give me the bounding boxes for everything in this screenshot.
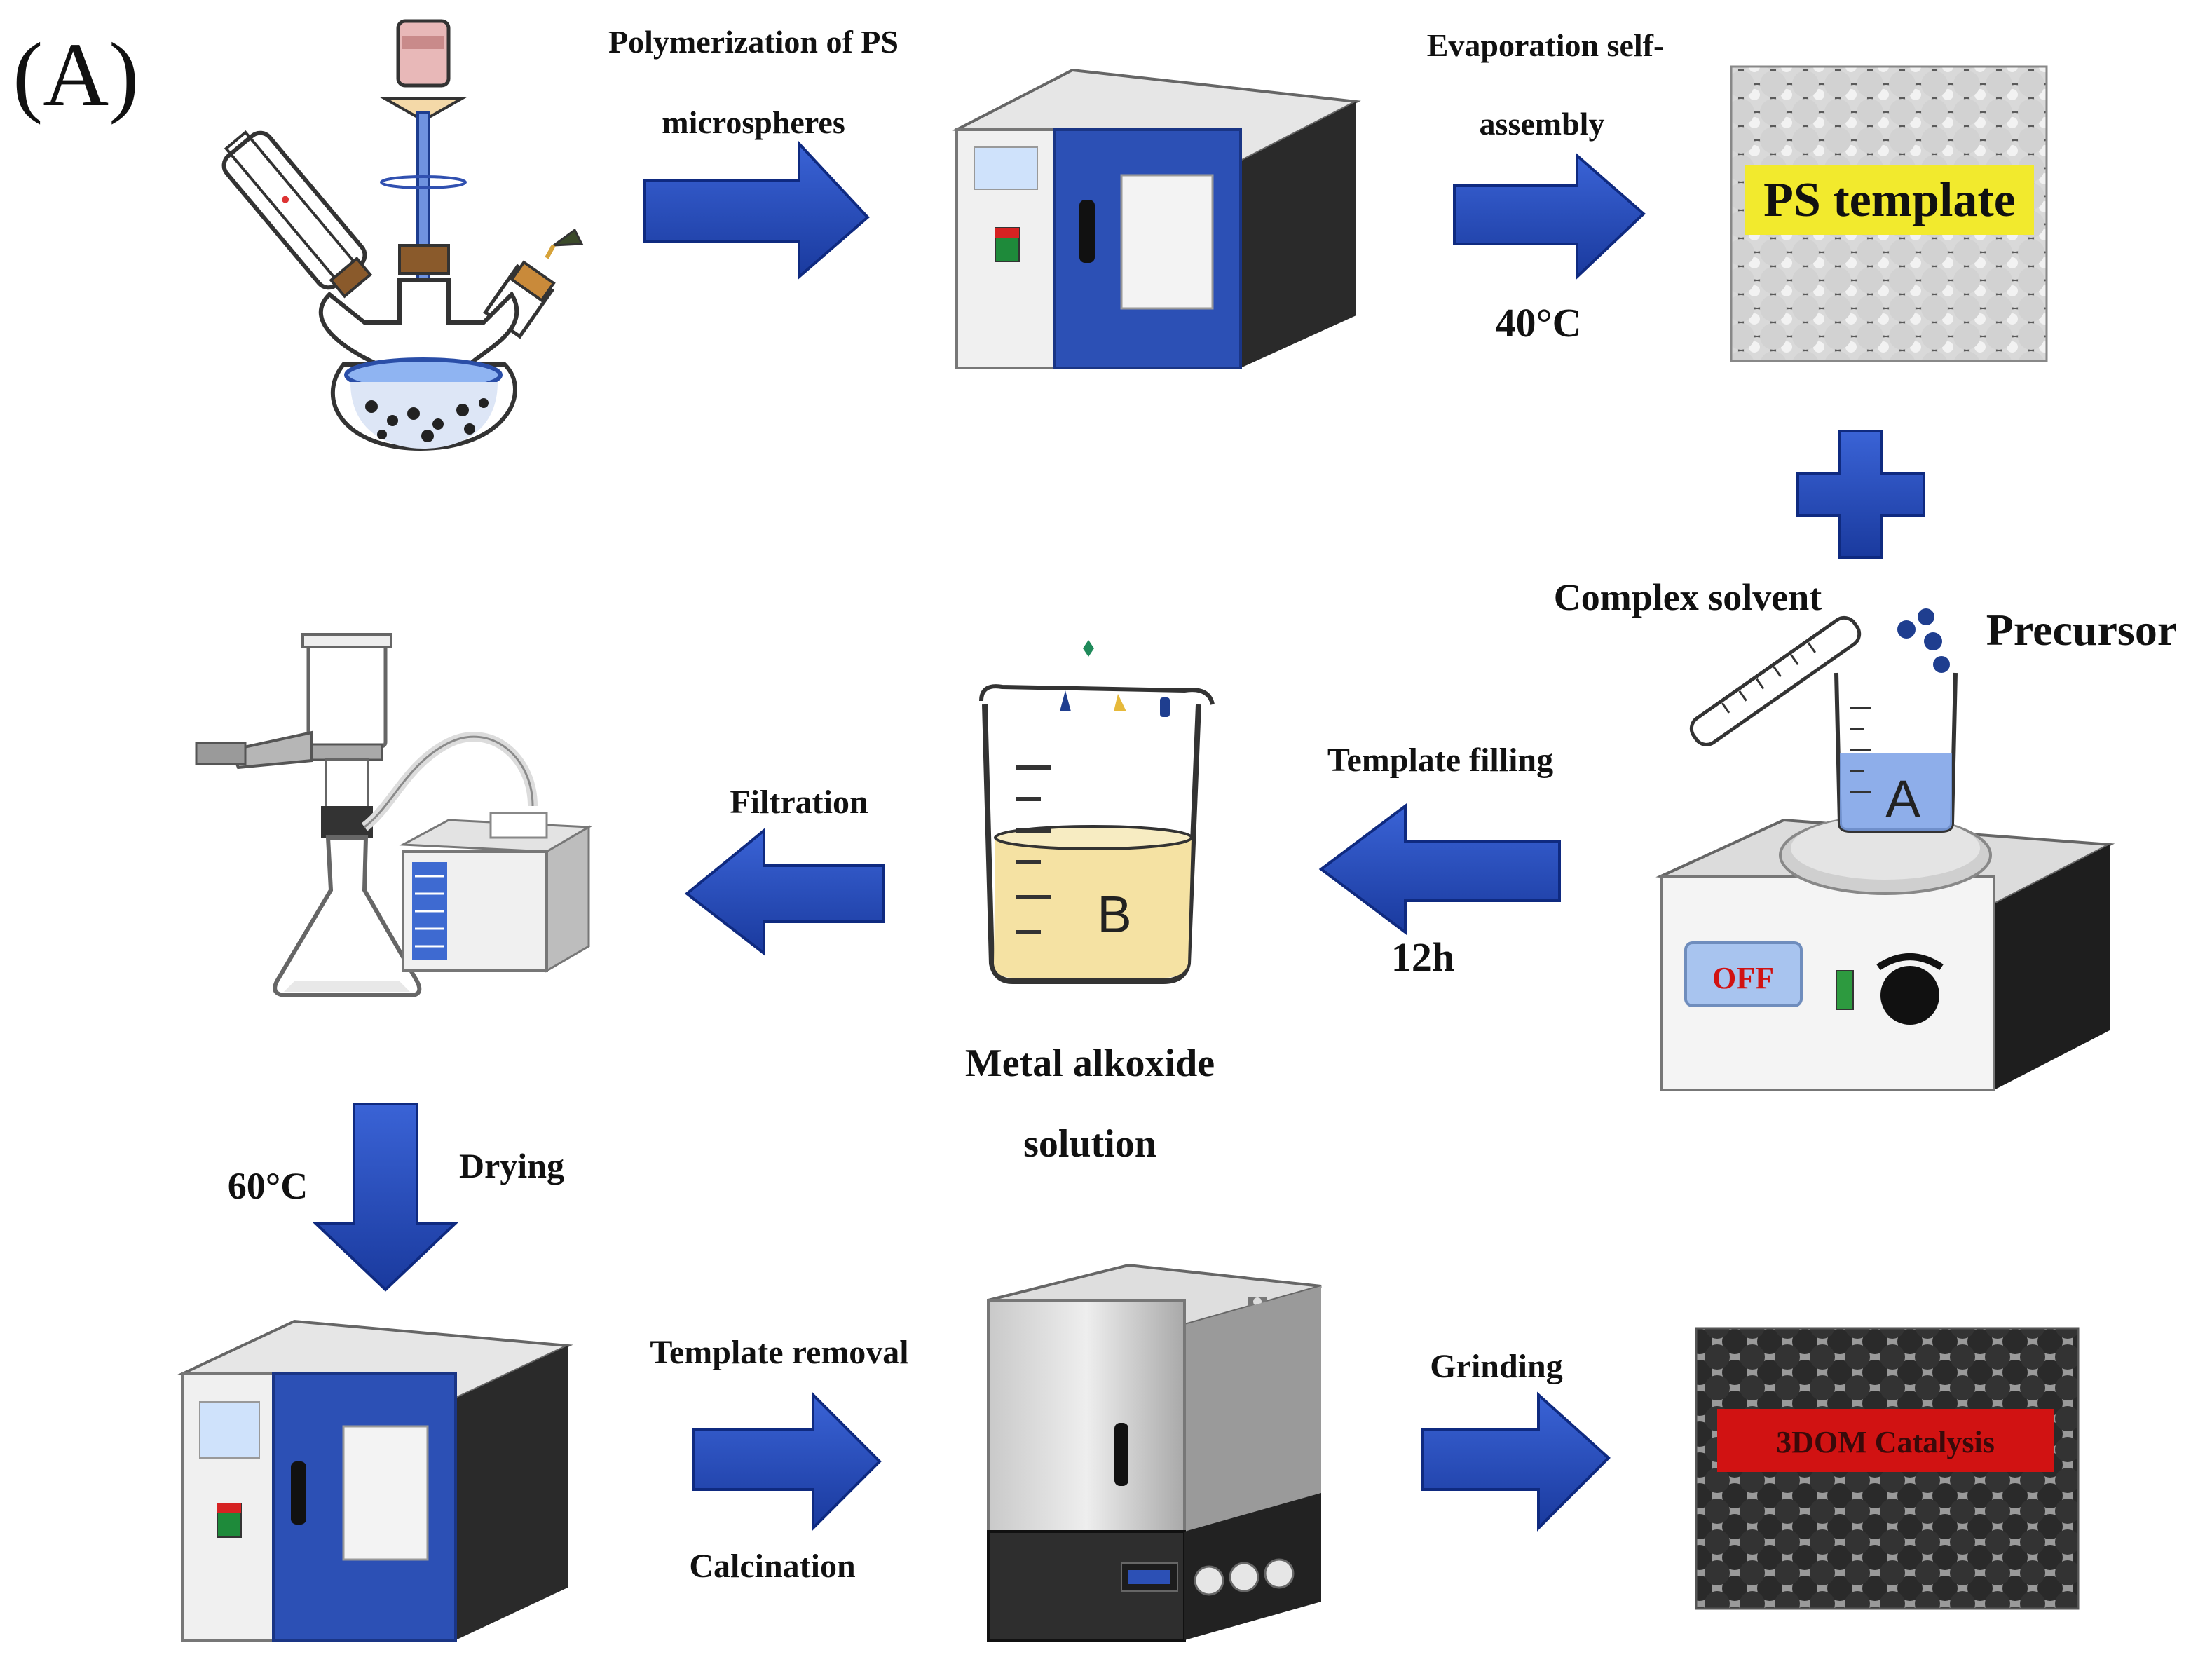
ps-template-label: PS template [1763, 173, 2016, 227]
label-calcination: Calcination [689, 1548, 855, 1585]
ps-template-image: PS template [1730, 65, 2048, 362]
label-template-filling-time: 12h [1391, 934, 1454, 980]
label-drying: Drying [459, 1146, 564, 1185]
label-evaporation-temp: 40°C [1495, 300, 1581, 346]
arrow-left-template-filling [1318, 803, 1561, 935]
label-metal-alkoxide-line1: Metal alkoxide [965, 1042, 1215, 1085]
beaker-a-label: A [1885, 770, 1920, 828]
panel-label: (A) [13, 25, 139, 125]
label-precursor: Precursor [1986, 605, 2177, 655]
label-evaporation-line2: assembly [1480, 106, 1605, 142]
arrow-left-filtration [684, 827, 885, 957]
label-polymerization-line2: microspheres [662, 104, 845, 140]
stirrer-off-button-label: OFF [1712, 961, 1774, 995]
vacuum-filtration-icon [195, 633, 593, 997]
label-polymerization-line1: Polymerization of PS [608, 24, 899, 60]
magnetic-stirrer-icon: OFF A [1655, 608, 2115, 1091]
product-label: 3DOM Catalysis [1776, 1425, 1995, 1459]
beaker-b-icon: B [979, 640, 1215, 984]
muffle-furnace-icon [987, 1263, 1322, 1642]
label-metal-alkoxide-line2: solution [1023, 1122, 1156, 1166]
beaker-b-label: B [1097, 885, 1131, 943]
plus-icon [1796, 430, 1925, 559]
label-filtration: Filtration [730, 784, 868, 821]
3dom-catalyst-image: 3DOM Catalysis [1695, 1327, 2080, 1610]
label-grinding: Grinding [1430, 1348, 1562, 1385]
drying-oven-icon [952, 68, 1361, 369]
label-drying-temp: 60°C [228, 1165, 308, 1207]
label-evaporation-line1: Evaporation self- [1427, 27, 1665, 63]
arrow-right-polymerization [643, 139, 870, 280]
label-template-filling: Template filling [1327, 742, 1553, 779]
three-neck-flask-icon [221, 19, 584, 451]
label-complex-solvent: Complex solvent [1554, 576, 1822, 618]
arrow-right-template-removal [692, 1391, 882, 1532]
arrow-right-grinding [1421, 1391, 1611, 1532]
arrow-down-drying [311, 1103, 460, 1292]
drying-oven-2-icon [177, 1319, 573, 1642]
arrow-right-evaporation [1453, 152, 1646, 280]
label-template-removal: Template removal [650, 1334, 908, 1371]
